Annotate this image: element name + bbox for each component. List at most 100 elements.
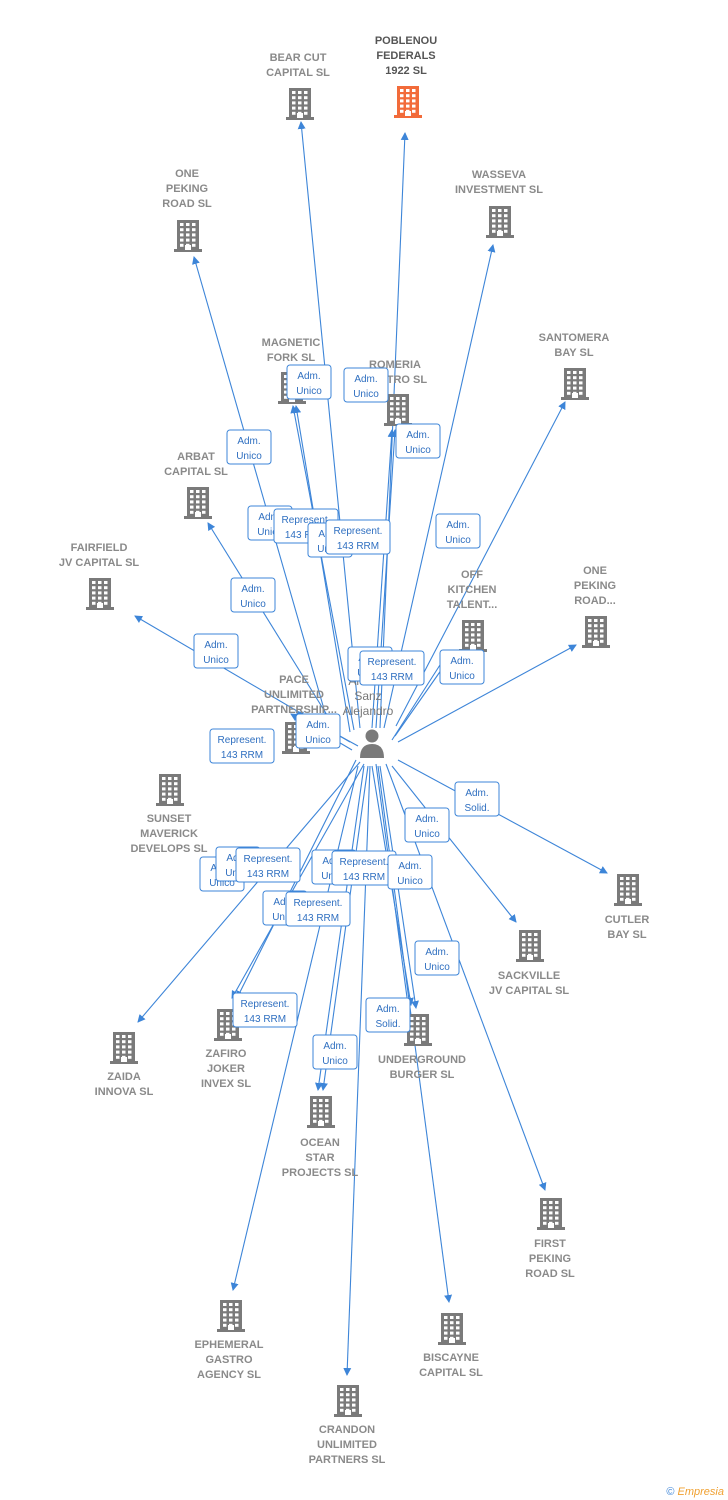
relation-badge[interactable]: Adm.Unico	[226, 429, 272, 465]
onepeking2-building-icon[interactable]	[582, 616, 610, 648]
company-label-line: FEDERALS	[376, 50, 435, 62]
company-label-line: PEKING	[166, 183, 208, 195]
company-label-line: PEKING	[574, 580, 616, 592]
footer-credit: © Empresia	[666, 1486, 724, 1498]
relation-badge[interactable]: Represent.143 RRM	[325, 519, 391, 555]
relation-badge-text: Adm.	[241, 584, 264, 595]
relation-badge[interactable]: Adm.Solid.	[454, 781, 500, 817]
relation-badge-text: Unico	[405, 445, 431, 456]
relation-badge[interactable]: Adm.Unico	[193, 633, 239, 669]
company-label-line: AGENCY SL	[197, 1369, 261, 1381]
relation-badge[interactable]: Adm.Solid.	[365, 997, 411, 1033]
relation-badge[interactable]: Adm.Unico	[343, 367, 389, 403]
company-label-line: INVEX SL	[201, 1078, 251, 1090]
relation-badge[interactable]: Adm.Unico	[435, 513, 481, 549]
relation-badge[interactable]: Adm.Unico	[414, 940, 460, 976]
relation-badge[interactable]: Represent.143 RRM	[235, 847, 301, 883]
relation-badge-text: Adm.	[425, 947, 448, 958]
company-node-ephemeral[interactable]: EPHEMERAL GASTRO AGENCY SL	[194, 1300, 264, 1381]
relation-badge[interactable]: Adm.Unico	[295, 713, 341, 749]
company-label-line: MAGNETIC	[262, 337, 321, 349]
relation-badge-text: Adm.	[450, 656, 473, 667]
relation-badge-text: 143 RRM	[285, 530, 327, 541]
relation-badge[interactable]: Adm.Unico	[404, 807, 450, 843]
person-node[interactable]: AlcaideSanzAlejandro	[343, 674, 394, 758]
relation-badge[interactable]: Adm. Unico	[230, 577, 276, 613]
cutler-building-icon[interactable]	[614, 874, 642, 906]
arbat-building-icon[interactable]	[184, 487, 212, 519]
zaida-building-icon[interactable]	[110, 1032, 138, 1064]
edge-to-sackville	[391, 765, 517, 923]
sackville-building-icon[interactable]	[516, 930, 544, 962]
relation-badge[interactable]: Represent.143 RRM	[285, 891, 351, 927]
company-label-line: PARTNERSHIP...	[251, 704, 337, 716]
company-label-line: JV CAPITAL SL	[489, 985, 570, 997]
company-label-line: INVESTMENT SL	[455, 184, 543, 196]
brand-name[interactable]: Empresia	[677, 1486, 724, 1498]
sunset-building-icon[interactable]	[156, 774, 184, 806]
company-node-offkitchen[interactable]: OFFKITCHENTALENT...	[447, 569, 498, 652]
company-label-line: EPHEMERAL	[194, 1339, 263, 1351]
offkitchen-building-icon[interactable]	[459, 620, 487, 652]
company-label-line: BAY SL	[607, 929, 646, 941]
relation-badge[interactable]: Represent.143 RRM	[232, 992, 298, 1028]
company-label-line: CAPITAL SL	[266, 67, 330, 79]
relation-badge[interactable]: Represent.143 RRM	[359, 650, 425, 686]
relation-badge-text: Adm.	[273, 897, 296, 908]
relation-badge-text: Solid.	[464, 803, 489, 814]
relation-badge[interactable]: Adm.Unico	[312, 1034, 358, 1070]
relation-badge-text: Unico	[236, 451, 262, 462]
relation-badge-text: Represent.	[368, 657, 417, 668]
fairfield-building-icon[interactable]	[86, 578, 114, 610]
company-label-line: STAR	[305, 1152, 334, 1164]
company-label-line: PACE	[279, 674, 309, 686]
relation-badge[interactable]: Adm.Unico	[286, 364, 332, 400]
relation-badge[interactable]: Adm.Unico	[387, 854, 433, 890]
relation-badge-text: Unico	[322, 1056, 348, 1067]
company-label-line: MAVERICK	[140, 828, 198, 840]
company-label-line: ZAFIRO	[206, 1048, 247, 1060]
company-label-line: ROAD SL	[525, 1268, 575, 1280]
relation-badge-text: Adm.	[415, 814, 438, 825]
santomera-building-icon[interactable]	[561, 368, 589, 400]
company-label-line: BURGER SL	[390, 1069, 455, 1081]
company-label-line: CRANDON	[319, 1424, 375, 1436]
company-label-line: ROAD...	[574, 595, 616, 607]
onepeking1-building-icon[interactable]	[174, 220, 202, 252]
ocean-building-icon[interactable]	[307, 1096, 335, 1128]
ephemeral-building-icon[interactable]	[217, 1300, 245, 1332]
wasseva-building-icon[interactable]	[486, 206, 514, 238]
relation-badge[interactable]: Represent.143 RRM	[331, 850, 397, 886]
relation-badge[interactable]: Represent.143 RRM	[209, 728, 275, 764]
relation-badge[interactable]: Adm.Unico	[395, 423, 441, 459]
relation-badge[interactable]: Adm.Unico	[439, 649, 485, 685]
company-label-line: GASTRO	[205, 1354, 253, 1366]
firstpeking-building-icon[interactable]	[537, 1198, 565, 1230]
relation-badge-text: Represent.	[241, 999, 290, 1010]
underground-building-icon[interactable]	[404, 1014, 432, 1046]
bearcut-building-icon[interactable]	[286, 88, 314, 120]
relation-badge-text: Unico	[240, 599, 266, 610]
biscayne-building-icon[interactable]	[438, 1313, 466, 1345]
company-label-line: OCEAN	[300, 1137, 340, 1149]
crandon-building-icon[interactable]	[334, 1385, 362, 1417]
poblenou-building-icon[interactable]	[394, 86, 422, 118]
company-node-onepeking2[interactable]: ONEPEKINGROAD...	[574, 565, 616, 648]
